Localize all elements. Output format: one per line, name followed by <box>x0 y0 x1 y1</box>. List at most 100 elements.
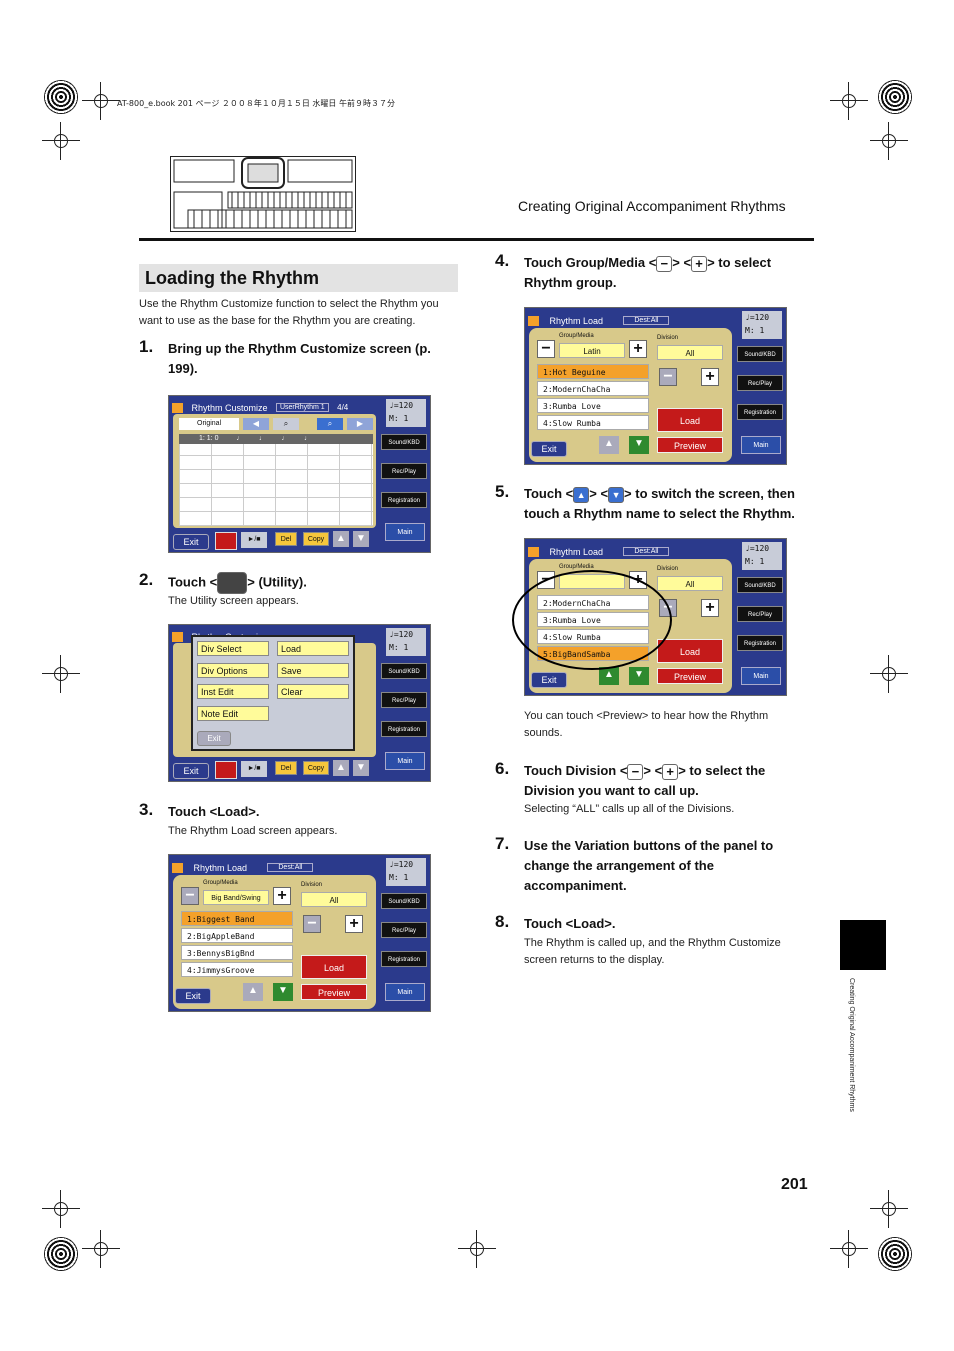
crop-mark <box>82 1230 120 1268</box>
rhythm-list-item[interactable]: 4:JimmysGroove <box>181 962 293 977</box>
crop-mark <box>42 122 80 160</box>
main-button[interactable]: Main <box>385 523 425 541</box>
rhythm-list-item[interactable]: 1:Hot Beguine <box>537 364 649 379</box>
division-plus-button[interactable]: + <box>701 368 719 386</box>
organ-illustration <box>170 156 356 232</box>
crop-mark <box>42 655 80 693</box>
rec-play-button[interactable]: Rec/Play <box>381 922 427 938</box>
load-button[interactable]: Load <box>301 955 367 979</box>
exit-button[interactable]: Exit <box>531 672 567 688</box>
rec-play-button[interactable]: Rec/Play <box>737 606 783 622</box>
scroll-up-button[interactable]: ▲ <box>333 531 349 547</box>
div-options-button[interactable]: Div Options <box>197 663 269 678</box>
utility-button[interactable] <box>215 532 237 550</box>
rec-play-button[interactable]: Rec/Play <box>381 463 427 479</box>
registration-button[interactable]: Registration <box>381 951 427 967</box>
division-plus-button[interactable]: + <box>701 599 719 617</box>
rhythm-list-item[interactable]: 4:Slow Rumba <box>537 415 649 430</box>
utility-exit-button[interactable]: Exit <box>197 731 231 746</box>
note-edit-button[interactable]: Note Edit <box>197 706 269 721</box>
screen-title: Rhythm Load <box>549 315 603 326</box>
save-button[interactable]: Save <box>277 663 349 678</box>
preview-button[interactable]: Preview <box>657 668 723 684</box>
main-button[interactable]: Main <box>385 752 425 770</box>
rhythm-list-item[interactable]: 3:BennysBigBnd <box>181 945 293 960</box>
sound-kbd-button[interactable]: Sound/KBD <box>381 663 427 679</box>
sound-kbd-button[interactable]: Sound/KBD <box>381 893 427 909</box>
scroll-up-button[interactable]: ▲ <box>243 983 263 1001</box>
zoom-button[interactable]: ⌕ <box>273 418 299 430</box>
exit-button[interactable]: Exit <box>173 763 209 779</box>
main-button[interactable]: Main <box>385 983 425 1001</box>
del-button[interactable]: Del <box>275 532 297 546</box>
scroll-down-button[interactable]: ▼ <box>629 667 649 685</box>
inst-edit-button[interactable]: Inst Edit <box>197 684 269 699</box>
highlight-ellipse <box>512 570 672 670</box>
load-button[interactable]: Load <box>657 639 723 663</box>
plus-icon: + <box>662 763 679 780</box>
nav-left-button[interactable]: ◀ <box>243 418 269 430</box>
registration-target-top-left <box>44 80 78 114</box>
group-media-label: Group/Media <box>559 564 594 570</box>
rec-play-button[interactable]: Rec/Play <box>737 375 783 391</box>
sound-kbd-button[interactable]: Sound/KBD <box>737 346 783 362</box>
registration-button[interactable]: Registration <box>737 635 783 651</box>
load-button[interactable]: Load <box>657 408 723 432</box>
group-plus-button[interactable]: + <box>629 340 647 358</box>
scroll-up-button[interactable]: ▲ <box>599 667 619 685</box>
search-button[interactable]: ⌕ <box>317 418 343 430</box>
registration-button[interactable]: Registration <box>381 721 427 737</box>
group-minus-button[interactable]: − <box>181 887 199 905</box>
main-button[interactable]: Main <box>741 667 781 685</box>
nav-right-button[interactable]: ▶ <box>347 418 373 430</box>
load-menu-button[interactable]: Load <box>277 641 349 656</box>
user-rhythm-field: UserRhythm 1 <box>275 403 329 413</box>
preview-button[interactable]: Preview <box>657 437 723 453</box>
scroll-down-button[interactable]: ▼ <box>629 436 649 454</box>
registration-button[interactable]: Registration <box>381 492 427 508</box>
utility-button[interactable] <box>215 761 237 779</box>
rec-play-button[interactable]: Rec/Play <box>381 692 427 708</box>
crop-mark <box>830 82 868 120</box>
rhythm-list-item[interactable]: 3:Rumba Love <box>537 398 649 413</box>
division-label: Division <box>657 566 679 572</box>
screen-title: Rhythm Customize <box>191 402 268 413</box>
step-3-note: The Rhythm Load screen appears. <box>168 825 338 837</box>
note-grid[interactable] <box>179 444 373 526</box>
step-8-note: The Rhythm is called up, and the Rhythm … <box>524 937 781 966</box>
play-stop-button[interactable]: ►/■ <box>241 761 267 777</box>
division-plus-button[interactable]: + <box>345 915 363 933</box>
clear-button[interactable]: Clear <box>277 684 349 699</box>
play-stop-button[interactable]: ►/■ <box>241 532 267 548</box>
exit-button[interactable]: Exit <box>175 988 211 1004</box>
preview-button[interactable]: Preview <box>301 984 367 1000</box>
scroll-up-button[interactable]: ▲ <box>599 436 619 454</box>
division-minus-button[interactable]: − <box>303 915 321 933</box>
copy-button[interactable]: Copy <box>303 532 329 546</box>
copy-button[interactable]: Copy <box>303 761 329 775</box>
step-1-number: 1. <box>139 337 154 356</box>
rhythm-list-item[interactable]: 2:ModernChaCha <box>537 381 649 396</box>
registration-button[interactable]: Registration <box>737 404 783 420</box>
scroll-down-button[interactable]: ▼ <box>273 983 293 1001</box>
scroll-down-button[interactable]: ▼ <box>353 531 369 547</box>
main-button[interactable]: Main <box>741 436 781 454</box>
exit-button[interactable]: Exit <box>173 534 209 550</box>
sound-kbd-button[interactable]: Sound/KBD <box>381 434 427 450</box>
div-select-button[interactable]: Div Select <box>197 641 269 656</box>
rhythm-list-item[interactable]: 1:Biggest Band <box>181 911 293 926</box>
exit-button[interactable]: Exit <box>531 441 567 457</box>
division-minus-button[interactable]: − <box>659 368 677 386</box>
scroll-up-button[interactable]: ▲ <box>333 760 349 776</box>
note-markers: ♩ ♩ ♩ ♩ <box>236 435 312 442</box>
scroll-down-button[interactable]: ▼ <box>353 760 369 776</box>
group-minus-button[interactable]: − <box>537 340 555 358</box>
step-3-text: Touch <Load>. <box>168 804 260 819</box>
del-button[interactable]: Del <box>275 761 297 775</box>
sound-kbd-button[interactable]: Sound/KBD <box>737 577 783 593</box>
group-plus-button[interactable]: + <box>273 887 291 905</box>
rhythm-list-item[interactable]: 2:BigAppleBand <box>181 928 293 943</box>
